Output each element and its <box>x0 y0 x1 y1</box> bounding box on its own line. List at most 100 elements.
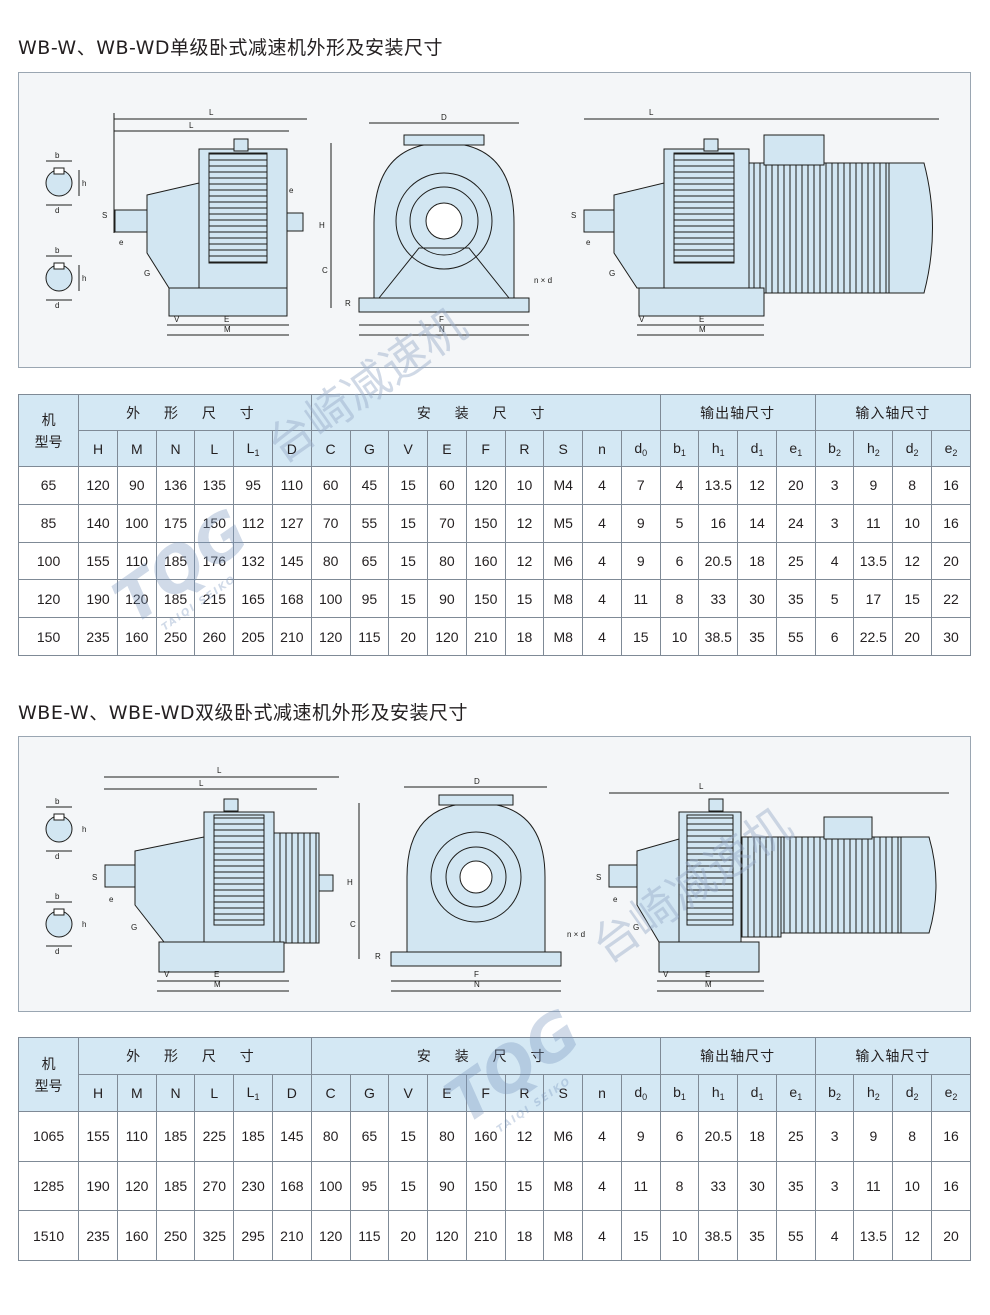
table-cell: 55 <box>349 503 390 543</box>
label-M-motor: M <box>699 325 706 334</box>
model-cell: 65 <box>17 466 80 505</box>
model-cell: 1285 <box>17 1160 80 1212</box>
table-cell: 4 <box>582 466 622 505</box>
header-install-group-2: 安 装 尺 寸 <box>310 1037 661 1075</box>
side-view-double-with-motor <box>608 792 949 992</box>
column-header-h: H <box>78 1074 118 1112</box>
column-header-e: E <box>427 1074 467 1112</box>
label-G-2: G <box>131 923 137 932</box>
table-cell: 18 <box>504 1210 545 1261</box>
side-view-reducer <box>113 113 307 336</box>
table-cell: 65 <box>349 1111 390 1162</box>
table-cell: 145 <box>271 1111 312 1162</box>
column-header-d1: d1 <box>737 1074 777 1112</box>
table-cell: M6 <box>543 541 584 581</box>
column-header-d0: d0 <box>620 1074 661 1112</box>
table-cell: 4 <box>582 579 622 619</box>
table-cell: 4 <box>659 466 700 505</box>
table-cell: 225 <box>194 1111 235 1162</box>
header-outline-group-2: 外 形 尺 寸 <box>78 1037 312 1075</box>
table-cell: 185 <box>155 579 196 619</box>
label-S-motor: S <box>571 211 576 220</box>
table-cell: 16 <box>931 1160 971 1212</box>
table-cell: 12 <box>504 503 545 543</box>
table-cell: 210 <box>465 1210 506 1261</box>
table-cell: 14 <box>737 503 777 543</box>
label-h1-2: h <box>82 825 86 834</box>
label-S-motor-2: S <box>596 873 601 882</box>
table-cell: 8 <box>659 579 700 619</box>
table-cell: 160 <box>465 1111 506 1162</box>
table-cell: 6 <box>659 541 700 581</box>
column-header-d0: d0 <box>620 430 661 467</box>
table-cell: 10 <box>659 617 700 656</box>
table-cell: 120 <box>427 617 467 656</box>
front-view-double-reducer <box>358 786 562 992</box>
column-header-s: S <box>543 430 584 467</box>
table-cell: 8 <box>659 1160 700 1212</box>
column-header-e2: e2 <box>931 430 971 467</box>
table-cell: 160 <box>465 541 506 581</box>
table-cell: 15 <box>504 1160 545 1212</box>
label-D: D <box>441 113 447 122</box>
table-cell: 160 <box>116 1210 157 1261</box>
label-H: H <box>319 221 325 230</box>
table-cell: 10 <box>504 466 545 505</box>
table-cell: 18 <box>737 1111 777 1162</box>
table-cell: 127 <box>271 503 312 543</box>
label-M: M <box>224 325 231 334</box>
table-cell: 12 <box>737 466 777 505</box>
table-cell: 16 <box>698 503 739 543</box>
table-cell: 250 <box>155 617 196 656</box>
table-cell: M6 <box>543 1111 584 1162</box>
table-cell: 80 <box>310 1111 351 1162</box>
table-cell: 33 <box>698 579 739 619</box>
table-cell: 112 <box>233 503 273 543</box>
table-cell: 35 <box>737 617 777 656</box>
table-cell: 12 <box>892 1210 932 1261</box>
table-cell: 150 <box>465 503 506 543</box>
table-cell: 165 <box>233 579 273 619</box>
label-V-2: V <box>164 970 170 979</box>
table-cell: 6 <box>814 617 855 656</box>
table-cell: 15 <box>620 617 661 656</box>
table-cell: 30 <box>931 617 971 656</box>
column-header-g: G <box>349 1074 390 1112</box>
column-header-e2: e2 <box>931 1074 971 1112</box>
table-cell: 260 <box>194 617 235 656</box>
column-header-g: G <box>349 430 390 467</box>
table-cell: 80 <box>427 541 467 581</box>
table-cell: 145 <box>271 541 312 581</box>
table-cell: 13.5 <box>853 1210 894 1261</box>
table-cell: 90 <box>116 466 157 505</box>
table-cell: 3 <box>814 466 855 505</box>
table-cell: 115 <box>349 617 390 656</box>
table-cell: 4 <box>582 1210 622 1261</box>
column-header-f: F <box>465 430 506 467</box>
side-view-double-reducer <box>104 776 339 992</box>
column-header-e: E <box>427 430 467 467</box>
label-E-2: E <box>214 970 219 979</box>
column-header-h2: h2 <box>853 430 894 467</box>
column-header-r: R <box>504 1074 545 1112</box>
label-L: L <box>209 108 214 117</box>
column-header-m: M <box>116 1074 157 1112</box>
label-L1-2: L <box>199 779 204 788</box>
label-C: C <box>322 266 328 275</box>
table-cell: 90 <box>427 579 467 619</box>
table-cell: 12 <box>504 541 545 581</box>
label-N: N <box>439 325 445 334</box>
table-cell: 80 <box>427 1111 467 1162</box>
table-cell: 4 <box>814 1210 855 1261</box>
table-cell: 15 <box>388 579 429 619</box>
table-cell: 4 <box>582 1111 622 1162</box>
label-b1: b <box>55 151 60 160</box>
column-header-f: F <box>465 1074 506 1112</box>
table-cell: 38.5 <box>698 617 739 656</box>
table-cell: 210 <box>271 1210 312 1261</box>
